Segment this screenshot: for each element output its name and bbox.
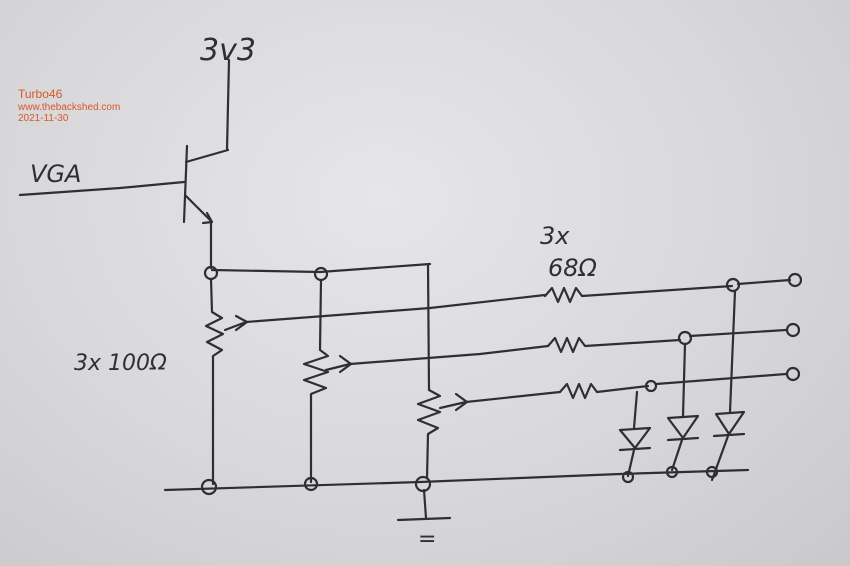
wiper-3-arrow <box>438 392 469 412</box>
wiper-2-arrow <box>324 354 353 374</box>
node-gnd-3 <box>414 475 432 493</box>
node-out-1 <box>725 277 741 293</box>
resistor-1 <box>543 284 734 304</box>
resistor-qty-label: 3x <box>540 222 570 250</box>
resistor-value-label: 68Ω <box>548 254 598 282</box>
input-wire <box>18 180 186 197</box>
node-gnd-2 <box>303 476 319 492</box>
potentiometer-3 <box>416 262 469 480</box>
wiper-1-line <box>244 293 547 324</box>
transistor-collector <box>184 148 230 164</box>
output-terminal-3 <box>785 366 801 382</box>
potentiometer-2 <box>302 278 353 484</box>
node-out-3 <box>644 379 658 393</box>
output-line-1 <box>736 278 792 286</box>
output-line-3 <box>654 372 788 386</box>
input-label: VGA <box>30 160 81 188</box>
diode-1 <box>710 289 746 482</box>
transistor-base-bar <box>182 144 189 224</box>
supply-wire <box>225 58 231 152</box>
transistor-emitter <box>184 194 212 222</box>
ground-mark-label: = <box>418 527 436 552</box>
resistor-2 <box>546 336 682 354</box>
node-gnd-4 <box>621 470 635 484</box>
top-bus <box>210 262 432 274</box>
transistor <box>18 58 231 270</box>
node-out-2 <box>677 330 693 346</box>
potentiometer-1 <box>204 277 249 486</box>
watermark-site: www.thebackshed.com <box>18 101 121 113</box>
node-gnd-5 <box>665 465 679 479</box>
node-gnd-1 <box>200 478 218 496</box>
wiper-2-line <box>348 344 550 366</box>
watermark-author: Turbo46 <box>18 87 63 101</box>
watermark-date: 2021-11-30 <box>18 113 69 125</box>
output-line-2 <box>688 328 788 338</box>
ground-symbol <box>396 488 452 522</box>
wiper-1-arrow <box>223 314 249 332</box>
supply-label: 3v3 <box>200 33 256 68</box>
resistor-3 <box>558 382 650 400</box>
diode-3 <box>618 390 652 478</box>
wiper-3-line <box>464 390 562 404</box>
node-top-2 <box>313 266 329 282</box>
watermark: Turbo46 www.thebackshed.com 2021-11-30 <box>18 87 121 125</box>
ground-bus <box>163 468 750 492</box>
output-terminal-2 <box>785 322 801 338</box>
node-gnd-6 <box>705 465 719 479</box>
output-terminal-1 <box>787 272 803 288</box>
pot-note-label: 3x 100Ω <box>74 351 167 376</box>
diode-2 <box>666 342 700 472</box>
